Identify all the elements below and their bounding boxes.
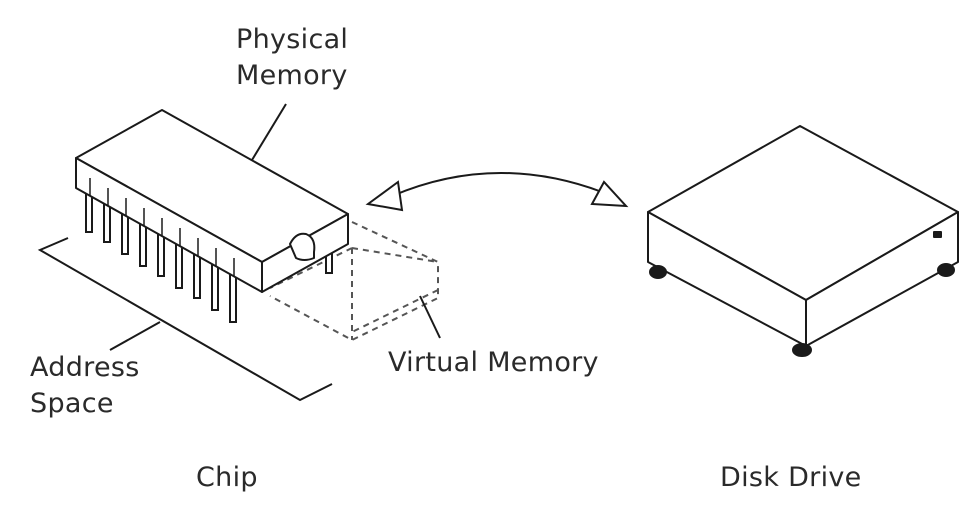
address-space-pointer	[109, 321, 161, 351]
physical-memory-label: Physical Memory	[236, 22, 348, 94]
physical-memory-label-line2: Memory	[236, 60, 348, 91]
swap-arrow	[365, 171, 629, 212]
address-space-label-line2: Space	[30, 388, 114, 419]
disk-drive-label: Disk Drive	[720, 462, 862, 493]
physical-memory-label-line1: Physical	[236, 24, 349, 55]
address-space-label: Address Space	[30, 350, 140, 422]
address-space-plane	[37, 237, 333, 402]
physical-memory-pointer	[251, 103, 287, 161]
chip-pin-slots	[89, 178, 235, 276]
disk-drive	[647, 125, 959, 357]
virtual-memory-outline	[269, 221, 439, 342]
virtual-memory-label: Virtual Memory	[388, 347, 599, 378]
virtual-memory-pointer	[419, 295, 441, 339]
chip-label: Chip	[196, 462, 258, 493]
address-space-label-line1: Address	[30, 352, 140, 383]
chip-body	[75, 109, 349, 293]
